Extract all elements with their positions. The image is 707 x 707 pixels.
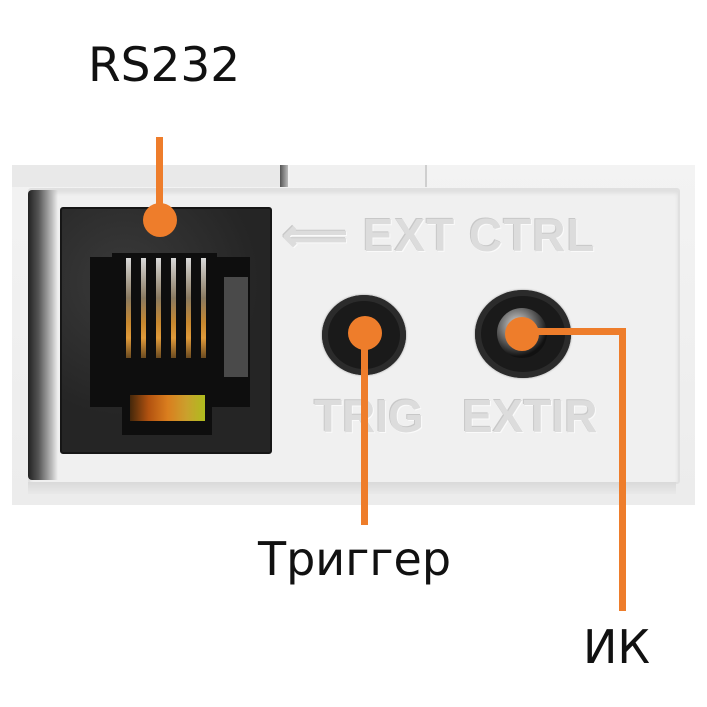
rs232-callout-dot (143, 203, 177, 237)
panel-step (280, 165, 288, 187)
ext-ctrl-marking: ⟸ EXT CTRL (282, 209, 596, 261)
extir-marking: EXTIR (462, 390, 598, 442)
rs232-callout-line (156, 137, 163, 217)
rs232-pin (141, 258, 146, 358)
panel-top-edge (12, 165, 280, 187)
rs232-pin (156, 258, 161, 358)
rs232-port-opening (90, 257, 250, 407)
rs232-pin (201, 258, 206, 358)
panel-top-tab (290, 165, 427, 187)
rs232-port-latch (224, 277, 248, 377)
trig-marking: TRIG (314, 390, 424, 442)
rs232-pin (126, 258, 131, 358)
panel-shadow (28, 190, 58, 480)
rs232-label: RS232 (88, 38, 241, 93)
trigger-callout-line (361, 330, 368, 525)
ir-label: ИК (583, 620, 651, 674)
ir-callout-line-vertical (619, 328, 626, 611)
trigger-label: Триггер (258, 532, 452, 586)
rs232-port-opening-top (112, 253, 217, 263)
rs232-pin (186, 258, 191, 358)
panel-bottom-lip (28, 482, 676, 494)
ir-callout-line-horizontal (522, 328, 626, 335)
rs232-pin (171, 258, 176, 358)
rs232-port-contacts (130, 395, 205, 421)
